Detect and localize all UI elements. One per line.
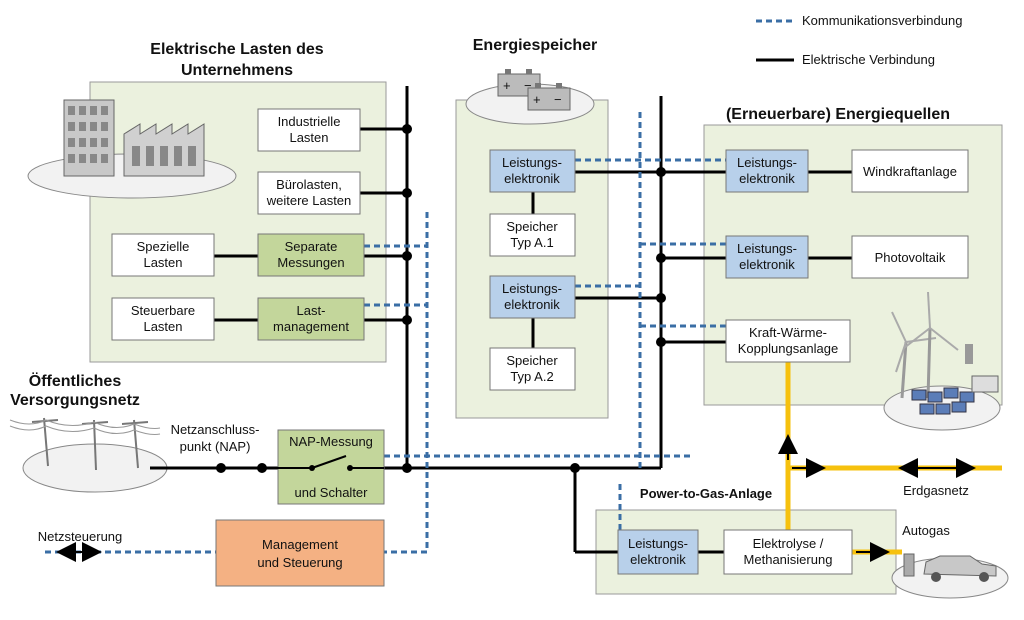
pv-power-electronics — [725, 235, 809, 279]
autogas-label: Autogas — [902, 523, 950, 538]
special-loads-box — [111, 233, 215, 277]
grid-control-label: Netzsteuerung — [38, 529, 123, 544]
management-control-label: Management — [262, 537, 338, 552]
switch-icon — [262, 455, 384, 471]
pv-pe-label: Leistungs- — [737, 241, 797, 256]
nap-label: punkt (NAP) — [180, 439, 251, 454]
battery-minus-sign: − — [554, 92, 562, 107]
storage-pe1-label: Leistungs- — [502, 155, 562, 170]
heading-loads: Unternehmens — [181, 62, 293, 79]
chp-label: Kopplungsanlage — [738, 341, 838, 356]
wind-pe-label: elektronik — [739, 171, 795, 186]
heading-grid: Öffentliches — [29, 371, 122, 390]
storage-type-a2-label: Typ A.2 — [510, 369, 553, 384]
heading-loads: Elektrische Lasten des — [150, 41, 324, 58]
electrolysis-box — [723, 529, 853, 575]
wind-turbine-box — [851, 149, 969, 193]
separate-measurement-label: Messungen — [277, 255, 344, 270]
storage-pe2-label: Leistungs- — [502, 281, 562, 296]
power-grid-icon — [9, 417, 168, 493]
factory-icon — [27, 99, 237, 199]
nap-label: Netzanschluss- — [171, 422, 260, 437]
p2g-pe-label: elektronik — [630, 552, 686, 567]
wind-solar-icon — [883, 291, 1001, 431]
p2g-power-electronics — [617, 529, 699, 575]
communication-lines — [45, 112, 726, 554]
storage-type-a1-label: Speicher — [506, 219, 558, 234]
storage-type-a1-box — [489, 213, 576, 257]
load-management-box — [257, 297, 365, 341]
gas-network-label: Erdgasnetz — [903, 483, 969, 498]
chp-label: Kraft-Wärme- — [749, 325, 827, 340]
industrial-loads-label: Industrielle — [278, 114, 341, 129]
load-management-label: management — [273, 319, 349, 334]
management-control-label: und Steuerung — [257, 555, 342, 570]
management-control-box — [215, 519, 385, 587]
arrows — [56, 434, 976, 562]
separate-measurement-box — [257, 233, 365, 277]
p2g-pe-label: Leistungs- — [628, 536, 688, 551]
storage-power-electronics-1 — [489, 149, 576, 193]
legend-comm-label: Kommunikationsverbindung — [802, 13, 962, 28]
storage-type-a2-box — [489, 347, 576, 391]
controllable-loads-label: Lasten — [143, 319, 182, 334]
industrial-loads-box — [257, 108, 361, 152]
nap-measurement-label: NAP-Messung — [289, 434, 373, 449]
heading-p2g: Power-to-Gas-Anlage — [640, 486, 772, 501]
office-loads-label: weitere Lasten — [266, 193, 352, 208]
office-loads-label: Bürolasten, — [276, 177, 342, 192]
wind-turbine-label: Windkraftanlage — [863, 164, 957, 179]
storage-pe1-label: elektronik — [504, 171, 560, 186]
battery-plus-sign: + — [503, 78, 511, 93]
heading-grid: Versorgungsnetz — [10, 392, 140, 409]
heading-storage: Energiespeicher — [473, 37, 598, 54]
chp-box — [725, 319, 851, 363]
controllable-loads-box — [111, 297, 215, 341]
legend: Kommunikationsverbindung Elektrische Ver… — [756, 13, 962, 67]
photovoltaic-box — [851, 235, 969, 279]
pv-pe-label: elektronik — [739, 257, 795, 272]
wind-power-electronics — [725, 149, 809, 193]
storage-type-a2-label: Speicher — [506, 353, 558, 368]
special-loads-label: Spezielle — [137, 239, 190, 254]
battery-minus-sign: − — [524, 78, 532, 93]
wind-pe-label: Leistungs- — [737, 155, 797, 170]
office-loads-box — [257, 171, 361, 215]
storage-type-a1-label: Typ A.1 — [510, 235, 553, 250]
car-icon — [891, 553, 1009, 599]
industrial-loads-label: Lasten — [289, 130, 328, 145]
storage-pe2-label: elektronik — [504, 297, 560, 312]
electrolysis-label: Methanisierung — [744, 552, 833, 567]
controllable-loads-label: Steuerbare — [131, 303, 195, 318]
storage-power-electronics-2 — [489, 275, 576, 319]
special-loads-label: Lasten — [143, 255, 182, 270]
junction-dots — [216, 124, 666, 473]
battery-plus-sign: + — [533, 92, 541, 107]
electrolysis-label: Elektrolyse / — [753, 536, 824, 551]
load-management-label: Last- — [297, 303, 326, 318]
legend-electric-label: Elektrische Verbindung — [802, 52, 935, 67]
nap-switch-label: und Schalter — [295, 485, 369, 500]
heading-sources: (Erneuerbare) Energiequellen — [726, 106, 950, 123]
battery-icon: + − + − — [465, 69, 595, 125]
photovoltaic-label: Photovoltaik — [875, 250, 946, 265]
separate-measurement-label: Separate — [285, 239, 338, 254]
